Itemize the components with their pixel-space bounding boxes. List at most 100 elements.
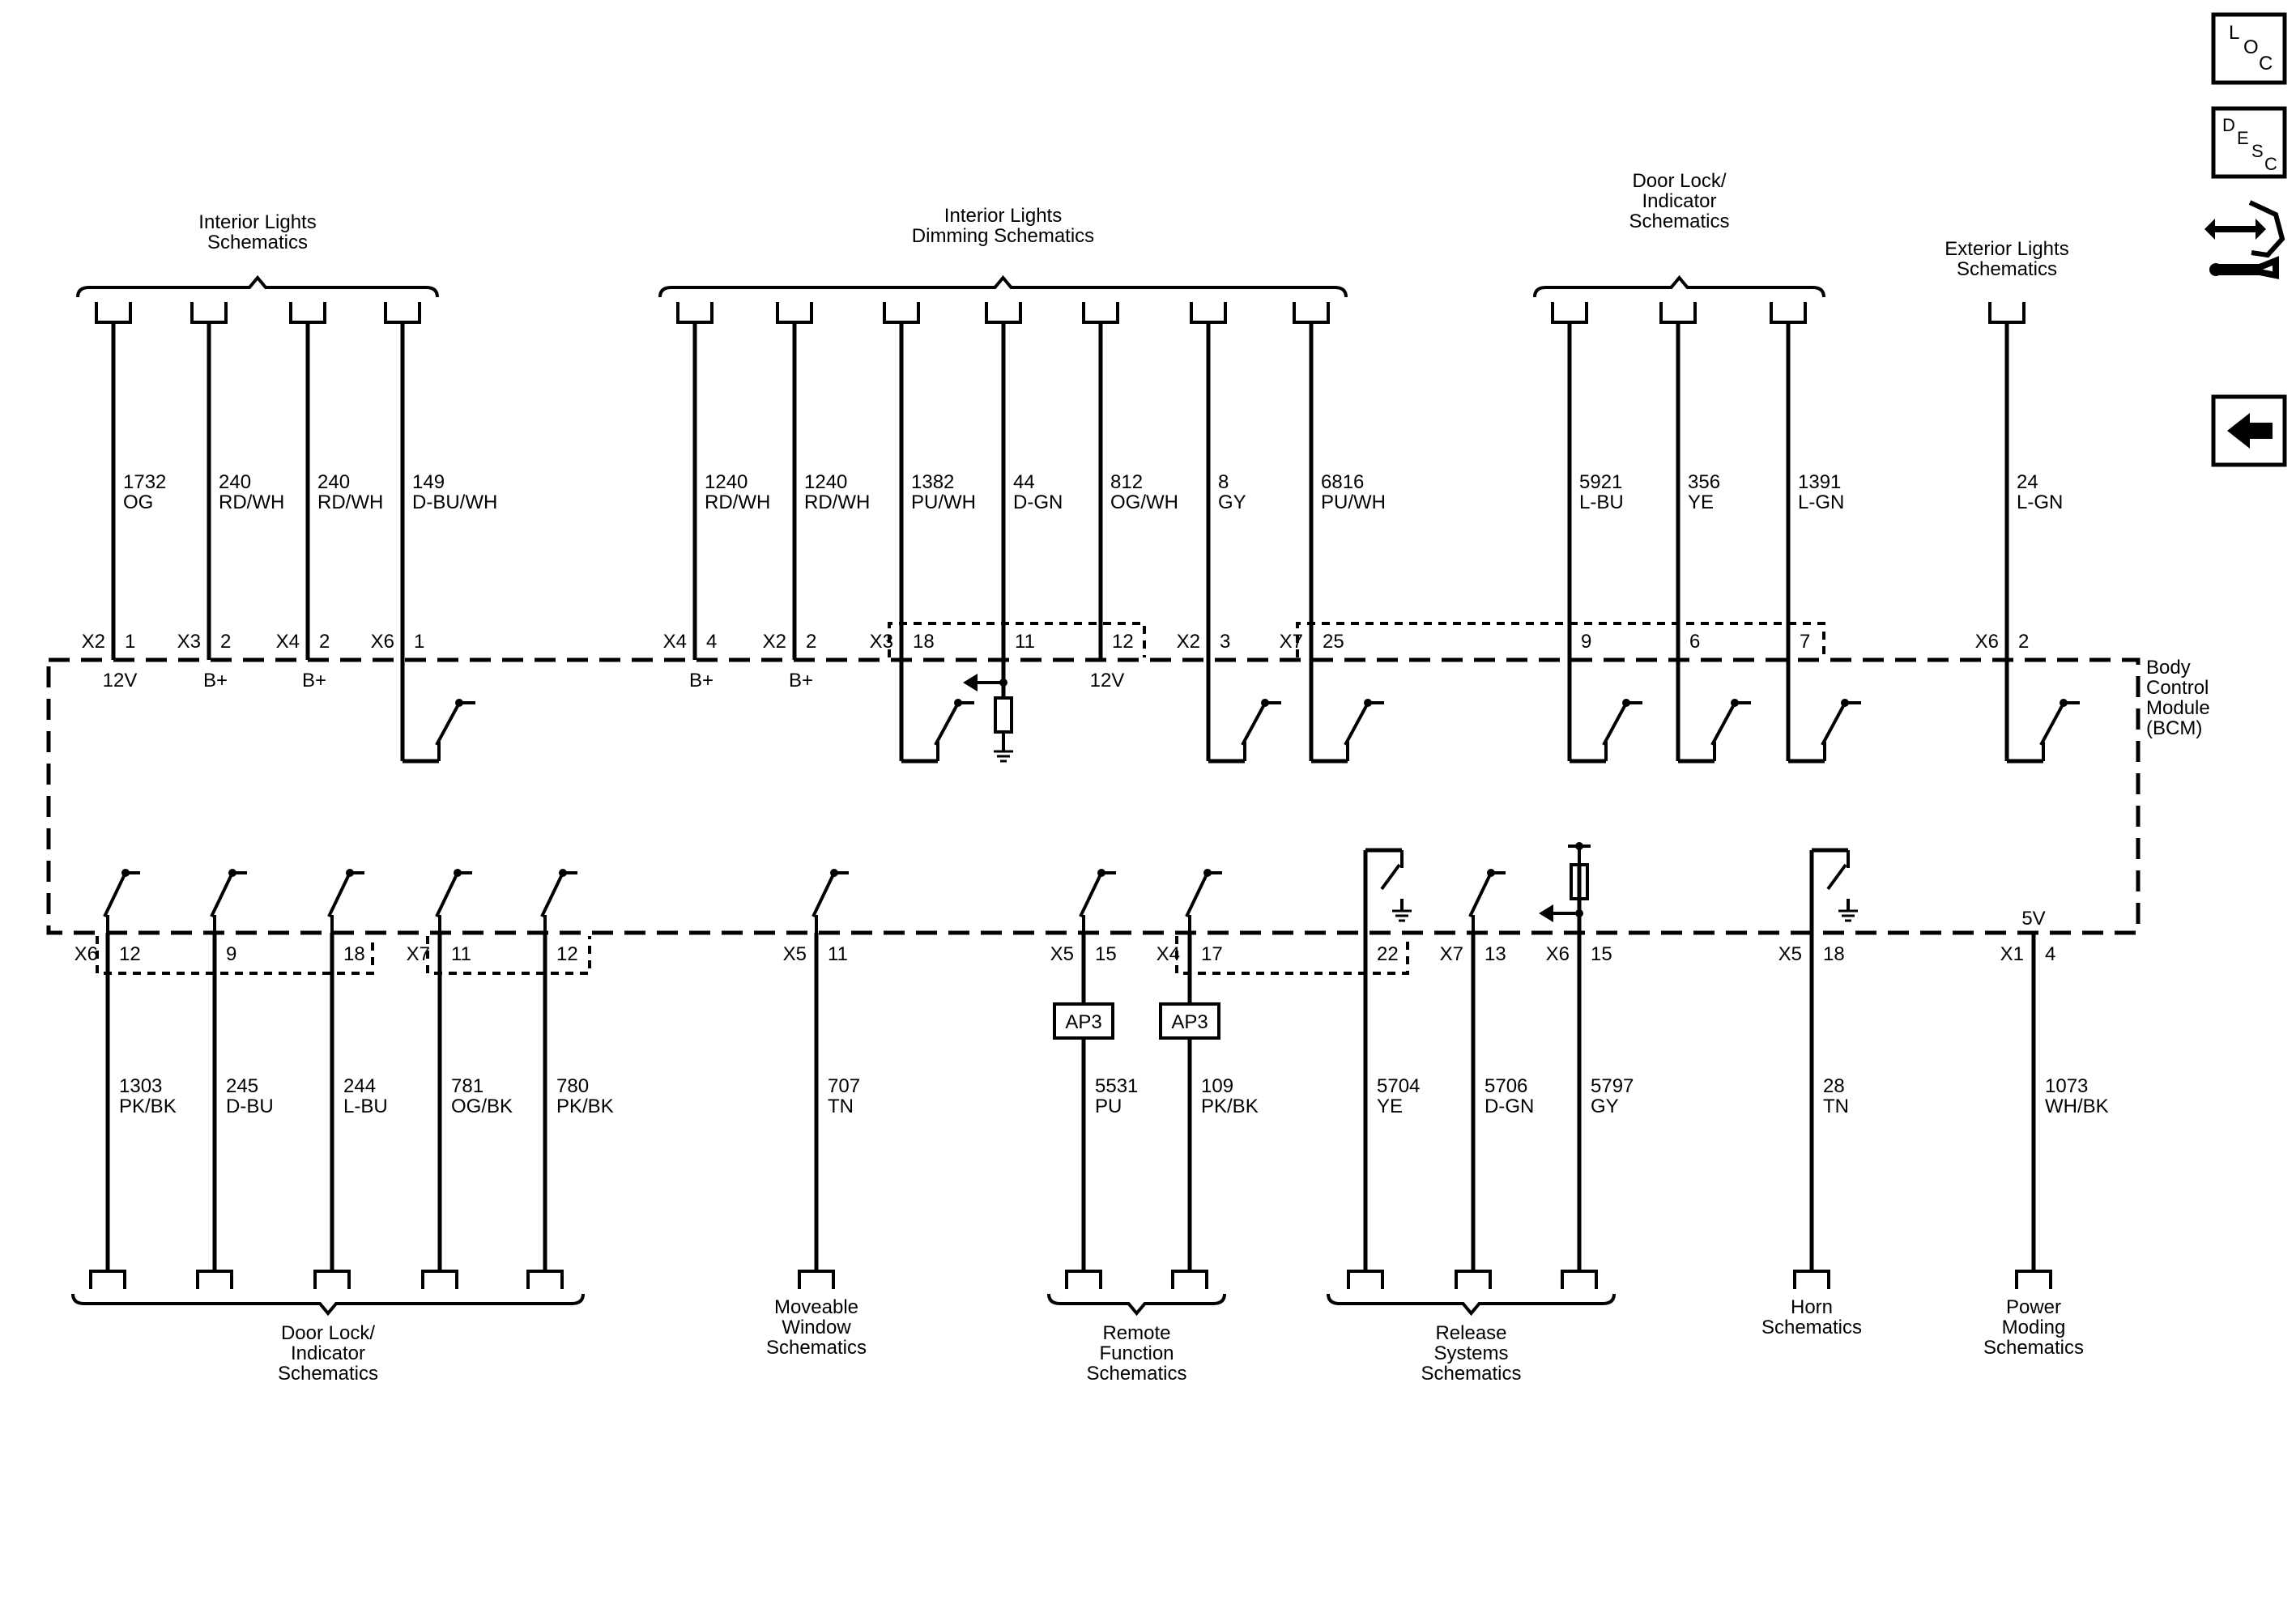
wire-color: D-BU/WH (412, 491, 497, 513)
wire-color: OG/WH (1110, 491, 1178, 513)
circuit-number: 812 (1110, 471, 1143, 493)
pin-number: 9 (226, 943, 236, 965)
switch-blade (1468, 875, 1491, 917)
connector-boundary (1175, 936, 1409, 975)
icon-stroke (2217, 256, 2279, 279)
group-brace (1533, 274, 1825, 298)
connector-icon (1988, 302, 2026, 324)
ground-icon (994, 750, 1013, 763)
wire-color: D-BU (226, 1096, 274, 1117)
group-label-line: Schematics (1086, 1363, 1186, 1385)
group-label-line: Exterior Lights (1945, 238, 2068, 260)
pin-number: 11 (1015, 631, 1035, 653)
connector-id: X2 (763, 631, 786, 653)
connector-icon (1770, 302, 1807, 324)
pin-number: 18 (913, 631, 935, 653)
resistor-icon (994, 696, 1013, 734)
desc-letter: C (2264, 154, 2277, 174)
arrow-left-icon (1539, 904, 1553, 922)
loc-letter: C (2259, 53, 2273, 74)
connector-icon (313, 1270, 351, 1289)
pin-number: 4 (706, 631, 717, 653)
group-brace (1047, 1293, 1226, 1317)
connector-id: X1 (2000, 943, 2024, 965)
group-label-line: Schematics (1421, 1363, 1521, 1385)
group-label-line: Door Lock/ (281, 1322, 375, 1344)
circuit-number: 44 (1013, 471, 1035, 493)
connector-id: X3 (177, 631, 201, 653)
back-button[interactable] (2211, 394, 2287, 467)
group-label-line: Remote (1102, 1322, 1170, 1344)
supply-label: B+ (789, 670, 813, 691)
group-label-line: Schematics (1761, 1317, 1862, 1338)
group-label-line: Dimming Schematics (912, 225, 1094, 247)
connector-icon (1455, 1270, 1492, 1289)
connector-id: X7 (1440, 943, 1463, 965)
group-label-line: Window (782, 1317, 851, 1338)
circuit-number: 6816 (1321, 471, 1364, 493)
connector-icon (526, 1270, 564, 1289)
connector-icon (1293, 302, 1330, 324)
icon-stroke (2248, 200, 2285, 258)
pin-number: 17 (1201, 943, 1223, 965)
wire-color: RD/WH (317, 491, 383, 513)
circuit-number: 1732 (123, 471, 166, 493)
top-circuit: 44D-GN 11 (963, 302, 1063, 763)
pin-number: 9 (1581, 631, 1591, 653)
group-label-line: Function (1099, 1342, 1174, 1364)
group-label-line: Schematics (766, 1337, 867, 1359)
wire-color: RD/WH (804, 491, 870, 513)
connector-icon (676, 302, 714, 324)
inline-part-label: AP3 (1171, 1011, 1208, 1033)
arrow-left-icon (2227, 413, 2273, 449)
switch-blade (1710, 705, 1735, 746)
desc-letter: D (2222, 115, 2235, 135)
supply-label: 5V (2021, 908, 2045, 930)
switch-blade (1380, 863, 1401, 891)
connector-icon (1659, 302, 1697, 324)
inline-part-box (1053, 1002, 1114, 1040)
loc-button[interactable]: LOC (2211, 12, 2287, 85)
circuit-number: 149 (412, 471, 445, 493)
loc-letter: L (2229, 22, 2239, 44)
switch-blade (1079, 875, 1101, 917)
connector-icon (95, 302, 132, 324)
switch-blade (1602, 705, 1626, 746)
connector-icon (190, 302, 228, 324)
module-label-line: Body (2146, 657, 2191, 679)
wire-color: L-GN (2017, 491, 2063, 513)
group-label-line: Indicator (1642, 190, 1716, 212)
group-label-line: Indicator (291, 1342, 365, 1364)
connector-id: X4 (276, 631, 300, 653)
group-label-line: Interior Lights (944, 205, 1062, 227)
circuit-number: 1073 (2045, 1075, 2088, 1097)
pin-number: 1 (125, 631, 135, 653)
switch-blade (103, 875, 126, 917)
connector-tool-button[interactable] (2204, 200, 2285, 279)
group-label-line: Schematics (1957, 258, 2057, 280)
connector-boundary (888, 622, 1146, 657)
switch-blade (435, 705, 459, 746)
wire-color: D-GN (1485, 1096, 1534, 1117)
wire-color: WH/BK (2045, 1096, 2109, 1117)
wire-color: D-GN (1013, 491, 1063, 513)
circuit-number: 356 (1688, 471, 1720, 493)
connector-id: X4 (663, 631, 687, 653)
circuit-number: 245 (226, 1075, 258, 1097)
